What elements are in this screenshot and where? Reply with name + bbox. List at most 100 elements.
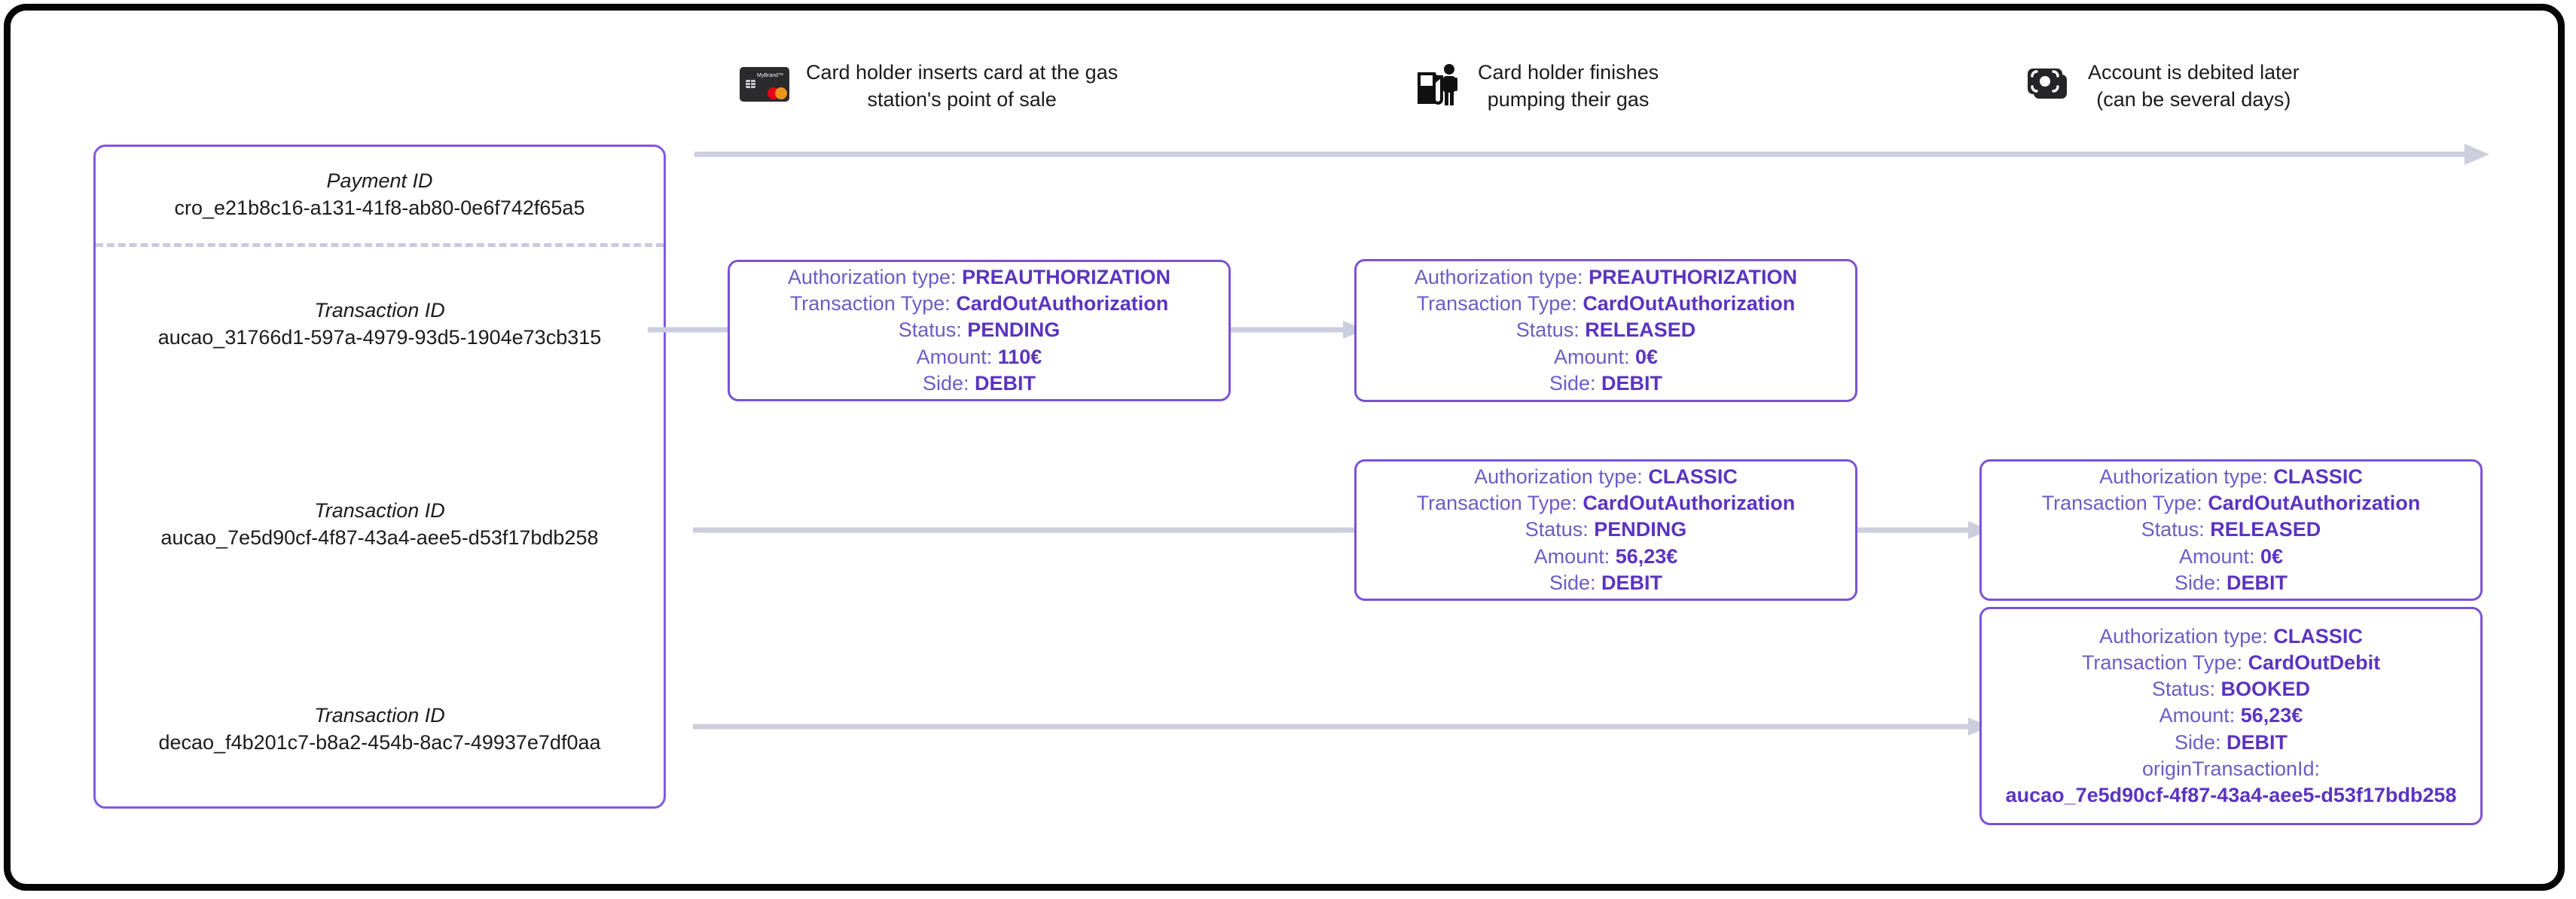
card-field-row: Authorization type: PREAUTHORIZATION <box>1415 264 1797 291</box>
transaction-id-label: Transaction ID <box>314 704 445 727</box>
card-field-row: Transaction Type: CardOutAuthorization <box>2042 490 2421 517</box>
card-field-row: Amount: 56,23€ <box>2159 702 2303 729</box>
connector-card-a-to-card-b <box>1225 321 1365 339</box>
identifiers-panel: Payment ID cro_e21b8c16-a131-41f8-ab80-0… <box>93 145 666 809</box>
card-field-label: Authorization type: <box>2099 465 2274 489</box>
card-field-label: Side: <box>1549 371 1602 395</box>
card-field-label: Authorization type: <box>2099 625 2274 648</box>
card-field-label: Transaction Type: <box>789 292 957 315</box>
card-field-row: Transaction Type: CardOutAuthorization <box>790 291 1169 317</box>
timeline-step-2: Card holder finishes pumping their gas <box>1416 59 1659 113</box>
timeline-step-2-label: Card holder finishes pumping their gas <box>1478 61 1659 111</box>
transaction-id-label: Transaction ID <box>314 299 445 322</box>
timeline-step-3-label: Account is debited later (can be several… <box>2088 61 2300 111</box>
card-field-value: PREAUTHORIZATION <box>1589 266 1798 289</box>
card-field-value: CLASSIC <box>1648 465 1738 489</box>
card-field-row: Amount: 110€ <box>917 344 1042 370</box>
card-field-label: Status: <box>1525 518 1595 541</box>
card-field-label: Amount: <box>1534 544 1616 568</box>
card-field-value: 0€ <box>2260 544 2284 568</box>
gas-pump-person-icon <box>1416 63 1461 109</box>
card-field-value: CardOutAuthorization <box>956 292 1169 315</box>
card-field-row: Authorization type: PREAUTHORIZATION <box>788 264 1170 291</box>
card-field-row: Authorization type: CLASSIC <box>2099 623 2363 650</box>
card-field-row: aucao_7e5d90cf-4f87-43a4-aee5-d53f17bdb2… <box>2006 782 2457 809</box>
card-field-row: Amount: 0€ <box>2179 544 2283 570</box>
card-field-value: 56,23€ <box>2240 704 2303 727</box>
transaction-id-value: decao_f4b201c7-b8a2-454b-8ac7-49937e7df0… <box>158 730 601 754</box>
panel-divider <box>96 243 664 247</box>
card-field-value: CardOutAuthorization <box>1583 292 1796 315</box>
connector-card-c-to-card-d <box>1850 521 1990 539</box>
card-field-label: Amount: <box>2178 544 2260 568</box>
card-field-value: CLASSIC <box>2273 625 2363 648</box>
card-field-label: Side: <box>2174 730 2227 754</box>
payment-id-cell: Payment ID cro_e21b8c16-a131-41f8-ab80-0… <box>96 168 664 221</box>
card-field-label: Amount: <box>1553 345 1635 368</box>
card-field-value: DEBIT <box>1601 371 1663 395</box>
card-field-row: Authorization type: CLASSIC <box>2099 464 2363 490</box>
card-field-row: Status: PENDING <box>1525 517 1687 543</box>
card-field-row: Side: DEBIT <box>2175 570 2288 596</box>
transaction-id-cell-3: Transaction ID decao_f4b201c7-b8a2-454b-… <box>96 702 664 756</box>
card-field-value: RELEASED <box>1585 318 1696 342</box>
card-field-row: Authorization type: CLASSIC <box>1474 464 1738 490</box>
card-field-label: Status: <box>898 318 968 342</box>
banknotes-icon <box>2026 66 2071 107</box>
card-field-label: Authorization type: <box>787 266 963 289</box>
transaction-id-cell-2: Transaction ID aucao_7e5d90cf-4f87-43a4-… <box>96 498 664 551</box>
card-field-label: Transaction Type: <box>1416 292 1583 315</box>
card-field-label: Amount: <box>916 345 998 368</box>
timeline-axis-arrow <box>694 144 2489 165</box>
card-field-label: Amount: <box>2159 704 2241 727</box>
card-field-label: Transaction Type: <box>1416 492 1583 515</box>
card-field-row: Status: RELEASED <box>1516 317 1696 343</box>
card-field-value: 110€ <box>997 345 1042 368</box>
transaction-id-value: aucao_7e5d90cf-4f87-43a4-aee5-d53f17bdb2… <box>160 526 599 549</box>
credit-card-icon: MyBrand™ <box>740 66 789 105</box>
transaction-id-cell-1: Transaction ID aucao_31766d1-597a-4979-9… <box>96 297 664 351</box>
card-field-row: Amount: 0€ <box>1554 344 1658 370</box>
card-field-row: originTransactionId: <box>2142 756 2320 782</box>
card-field-value: DEBIT <box>2227 730 2288 754</box>
timeline-step-1: MyBrand™ Card holder inserts card at the… <box>740 59 1118 113</box>
connector-panel-to-card-c <box>693 527 1363 533</box>
card-field-label: originTransactionId: <box>2141 757 2321 780</box>
card-field-value: BOOKED <box>2220 678 2311 701</box>
timeline-step-1-label: Card holder inserts card at the gas stat… <box>806 61 1119 111</box>
card-field-value: DEBIT <box>1601 571 1663 594</box>
card-field-label: Authorization type: <box>1414 266 1589 289</box>
card-field-value: RELEASED <box>2210 518 2321 541</box>
card-field-row: Amount: 56,23€ <box>1534 544 1678 570</box>
card-field-row: Side: DEBIT <box>1549 570 1662 596</box>
connector-panel-to-card-a <box>648 327 738 333</box>
card-field-row: Transaction Type: CardOutDebit <box>2082 650 2380 676</box>
payment-id-label: Payment ID <box>326 169 433 192</box>
timeline-step-3: Account is debited later (can be several… <box>2026 59 2300 113</box>
transaction-id-value: aucao_31766d1-597a-4979-93d5-1904e73cb31… <box>157 325 602 349</box>
card-field-label: Transaction Type: <box>2041 492 2208 515</box>
card-field-value: 0€ <box>1635 345 1659 368</box>
card-field-value: DEBIT <box>2227 571 2288 594</box>
card-field-value: CardOutDebit <box>2248 651 2381 675</box>
card-field-value: 56,23€ <box>1615 544 1678 568</box>
transaction-id-label: Transaction ID <box>314 499 445 522</box>
card-field-row: Status: PENDING <box>899 317 1061 343</box>
card-field-row: Transaction Type: CardOutAuthorization <box>1417 490 1796 517</box>
card-field-label: Transaction Type: <box>2081 651 2248 675</box>
card-field-row: Status: RELEASED <box>2141 517 2321 543</box>
card-field-value: CLASSIC <box>2273 465 2363 489</box>
card-field-label: Status: <box>2141 518 2211 541</box>
card-field-value: aucao_7e5d90cf-4f87-43a4-aee5-d53f17bdb2… <box>2005 783 2457 806</box>
card-field-value: PENDING <box>1594 518 1687 541</box>
card-field-value: PENDING <box>967 318 1061 342</box>
card-field-row: Status: BOOKED <box>2152 676 2310 702</box>
card-field-label: Side: <box>922 371 975 395</box>
payment-id-value: cro_e21b8c16-a131-41f8-ab80-0e6f742f65a5 <box>174 196 585 219</box>
